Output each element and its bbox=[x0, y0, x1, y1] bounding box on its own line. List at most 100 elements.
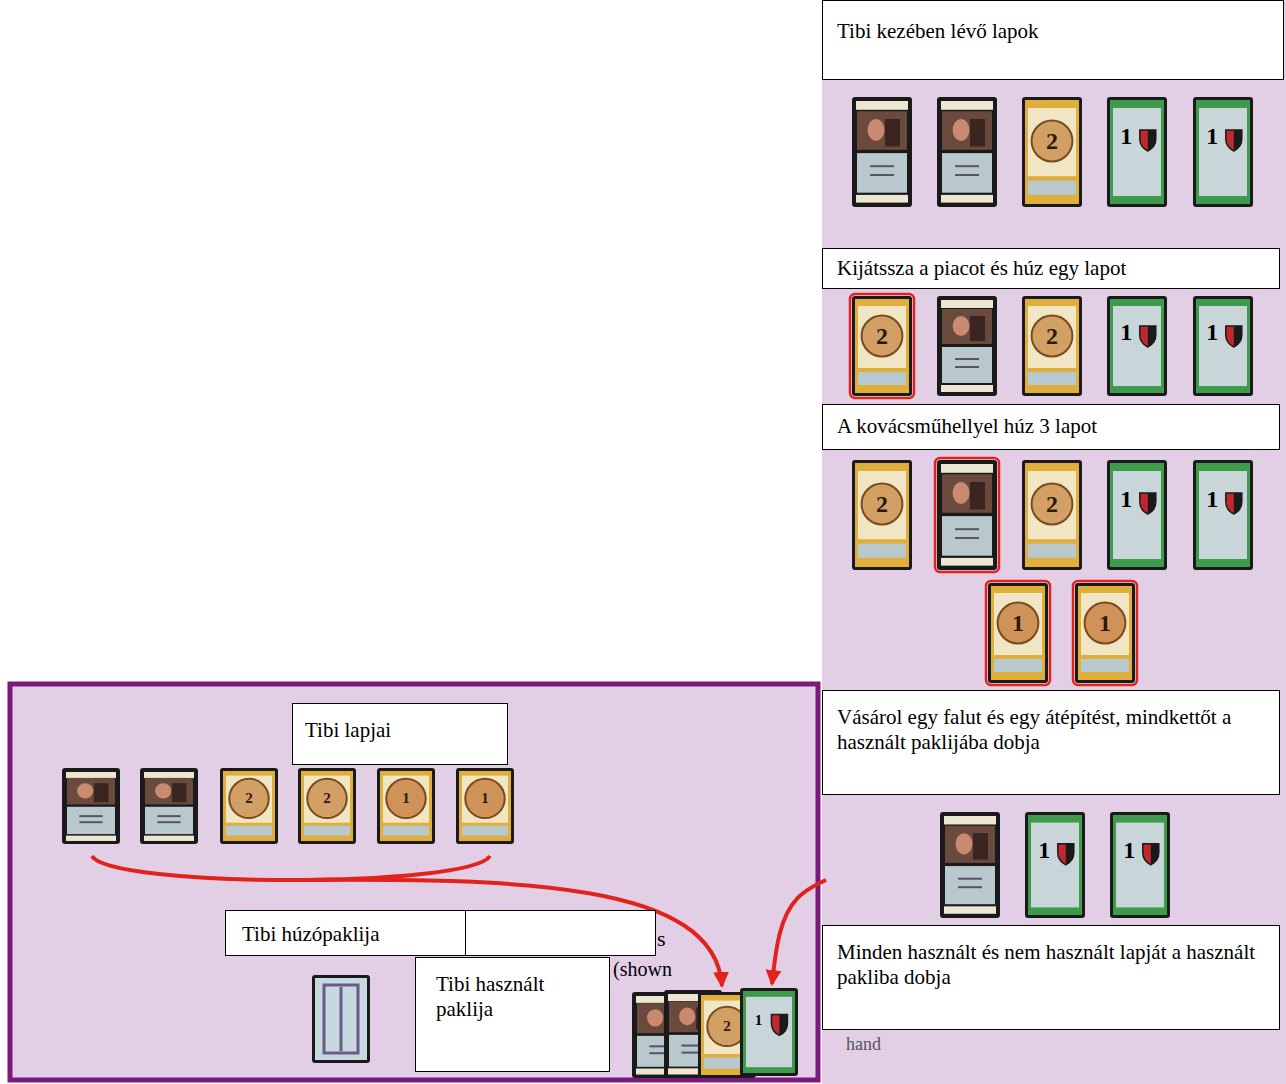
card-border bbox=[852, 296, 912, 396]
highlight-outline bbox=[1073, 581, 1137, 685]
victory-frame bbox=[1028, 815, 1082, 915]
card-value: 1 bbox=[1197, 122, 1227, 151]
card-value: 1 bbox=[1111, 122, 1141, 151]
card-text-line bbox=[870, 165, 894, 167]
treasure-frame bbox=[1025, 299, 1079, 393]
treasure-frame bbox=[1025, 100, 1079, 204]
card-text-area bbox=[1081, 659, 1129, 672]
card-back bbox=[315, 978, 367, 1060]
card-text-line bbox=[157, 821, 180, 823]
card-border bbox=[377, 768, 435, 844]
treasure-frame bbox=[459, 771, 511, 841]
text-box: Tibi húzópaklija bbox=[225, 910, 466, 956]
card-picture-figure bbox=[94, 783, 109, 802]
discard-arrow bbox=[772, 880, 826, 984]
victory-shield bbox=[1226, 326, 1242, 347]
coin bbox=[1085, 603, 1126, 644]
card-picture-figure bbox=[956, 833, 973, 854]
victory-body bbox=[1199, 471, 1247, 559]
text-box: Kijátssza a piacot és húz egy lapot bbox=[822, 248, 1280, 289]
card-text-area bbox=[304, 826, 350, 836]
victory-shield bbox=[771, 1014, 787, 1035]
text-box: Tibi kezében lévő lapok bbox=[822, 0, 1284, 80]
card-text-line bbox=[79, 821, 102, 823]
card-picture-figure bbox=[973, 833, 988, 860]
card-border bbox=[852, 460, 912, 570]
victory-frame bbox=[1113, 815, 1167, 915]
coin bbox=[229, 779, 268, 818]
card-text-area bbox=[945, 866, 995, 904]
card-border bbox=[940, 812, 1000, 918]
card bbox=[1022, 460, 1082, 570]
card-text-line bbox=[955, 358, 979, 360]
card bbox=[298, 768, 356, 844]
card-bottom-strip bbox=[856, 195, 908, 203]
card bbox=[937, 296, 997, 396]
card-picture-figure bbox=[155, 783, 171, 798]
card-border bbox=[852, 97, 912, 207]
text-box: Tibi lapjai bbox=[292, 703, 508, 765]
card-name-strip bbox=[941, 300, 993, 308]
card-value: 2 bbox=[234, 789, 264, 807]
card-back-pattern bbox=[324, 985, 358, 1053]
card-picture-figure bbox=[953, 119, 970, 141]
card-text-line bbox=[955, 174, 979, 176]
card-value: 2 bbox=[867, 490, 897, 519]
treasure-body bbox=[994, 593, 1042, 655]
card-picture-figure bbox=[970, 316, 985, 341]
victory-body bbox=[1199, 306, 1247, 386]
box-label: Tibi lapjai bbox=[305, 718, 497, 743]
card-border bbox=[1022, 97, 1082, 207]
victory-shield bbox=[1140, 130, 1156, 151]
text-box: A kovácsműhellyel húz 3 lapot bbox=[822, 404, 1280, 450]
card-border bbox=[1110, 812, 1170, 918]
victory-body bbox=[1113, 306, 1161, 386]
card bbox=[852, 97, 912, 207]
card-picture-figure bbox=[172, 783, 187, 802]
bracket-arrow bbox=[92, 856, 490, 880]
victory-body bbox=[1113, 471, 1161, 559]
card bbox=[1022, 296, 1082, 396]
card bbox=[1073, 581, 1137, 685]
victory-shield-half bbox=[1148, 326, 1156, 347]
treasure-body bbox=[304, 776, 350, 823]
box-label: A kovácsműhellyel húz 3 lapot bbox=[837, 414, 1269, 439]
card-text-line bbox=[870, 174, 894, 176]
card-back-pattern bbox=[340, 987, 343, 1051]
victory-frame bbox=[1196, 100, 1250, 204]
victory-body bbox=[1199, 108, 1247, 196]
victory-shield-half bbox=[1234, 326, 1242, 347]
victory-frame bbox=[1196, 463, 1250, 567]
card-border bbox=[740, 988, 798, 1076]
text-box: Vásárol egy falut és egy átépítést, mind… bbox=[822, 690, 1280, 795]
coin bbox=[386, 779, 425, 818]
card-border bbox=[937, 296, 997, 396]
card bbox=[940, 812, 1000, 918]
card bbox=[1107, 296, 1167, 396]
card bbox=[456, 768, 514, 844]
card-text-line bbox=[955, 366, 979, 368]
card bbox=[62, 768, 120, 844]
card-bottom-strip bbox=[144, 836, 194, 841]
card-text-area bbox=[67, 807, 115, 834]
card bbox=[140, 768, 198, 844]
victory-shield-half bbox=[1148, 493, 1156, 514]
side-panel bbox=[822, 0, 1286, 1084]
card-picture-figure bbox=[953, 316, 970, 336]
treasure-frame bbox=[301, 771, 353, 841]
card-text-area bbox=[462, 826, 508, 836]
treasure-body bbox=[383, 776, 429, 823]
card-text-area bbox=[942, 153, 992, 193]
victory-frame bbox=[743, 991, 795, 1073]
card bbox=[1110, 812, 1170, 918]
card bbox=[220, 768, 278, 844]
card-border bbox=[1022, 460, 1082, 570]
card-name-strip bbox=[144, 772, 194, 778]
card-border bbox=[298, 768, 356, 844]
card-border bbox=[1107, 296, 1167, 396]
card-picture-figure bbox=[970, 119, 985, 147]
card-border bbox=[312, 975, 370, 1063]
treasure-body bbox=[226, 776, 272, 823]
treasure-body bbox=[1028, 471, 1076, 539]
